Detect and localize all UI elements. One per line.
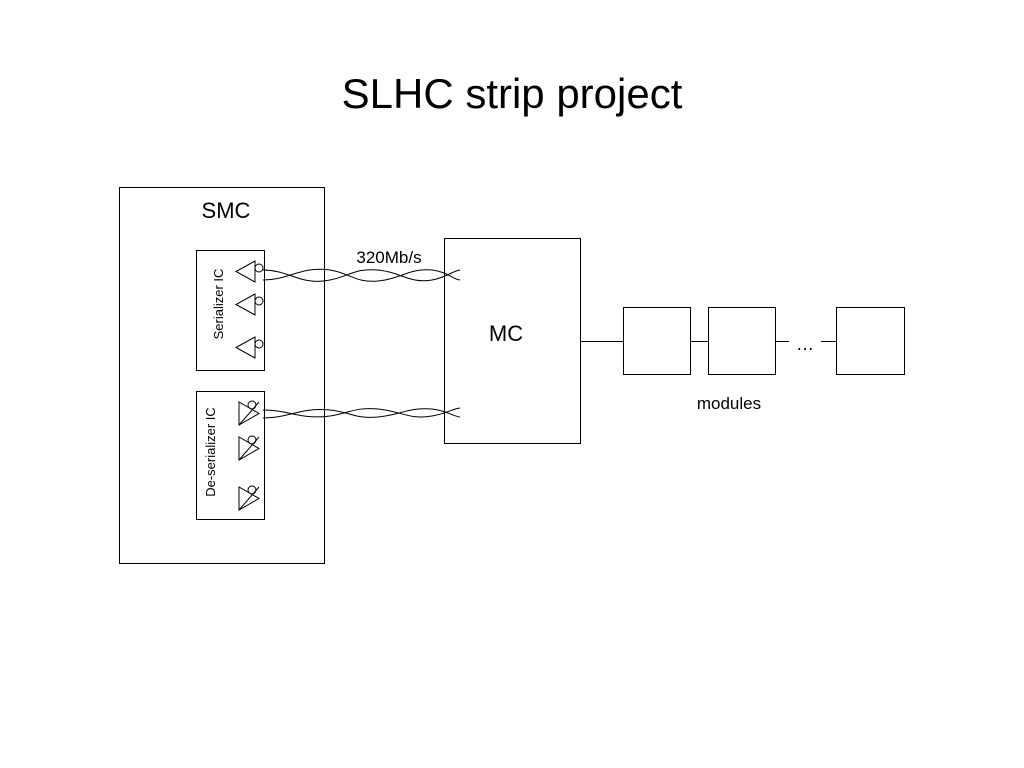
ellipsis-label: … (796, 334, 814, 354)
modules-label: modules (697, 394, 761, 413)
serial-link-upper (262, 268, 461, 282)
ellipsis-gap (789, 336, 821, 348)
module-box-1 (623, 307, 691, 375)
link-rate-label: 320Mb/s (356, 248, 421, 267)
serial-link-lower (262, 407, 461, 419)
serializer-driver-2 (234, 293, 264, 316)
slide-title: SLHC strip project (341, 70, 683, 117)
mc-label: MC (489, 321, 523, 346)
deserializer-receiver-3 (238, 485, 261, 511)
deserializer-receiver-2 (238, 435, 261, 461)
serializer-ic-box (196, 250, 265, 371)
deserializer-receiver-1 (238, 400, 261, 426)
serializer-driver-1 (234, 260, 264, 283)
serializer-ic-label: Serializer IC (211, 269, 226, 340)
smc-box (119, 187, 325, 564)
smc-label: SMC (202, 198, 251, 223)
module-box-3 (836, 307, 905, 375)
serializer-driver-3 (234, 336, 264, 359)
deserializer-ic-label: De-serializer IC (203, 407, 218, 497)
module-box-2 (708, 307, 776, 375)
deserializer-ic-box (196, 391, 265, 520)
